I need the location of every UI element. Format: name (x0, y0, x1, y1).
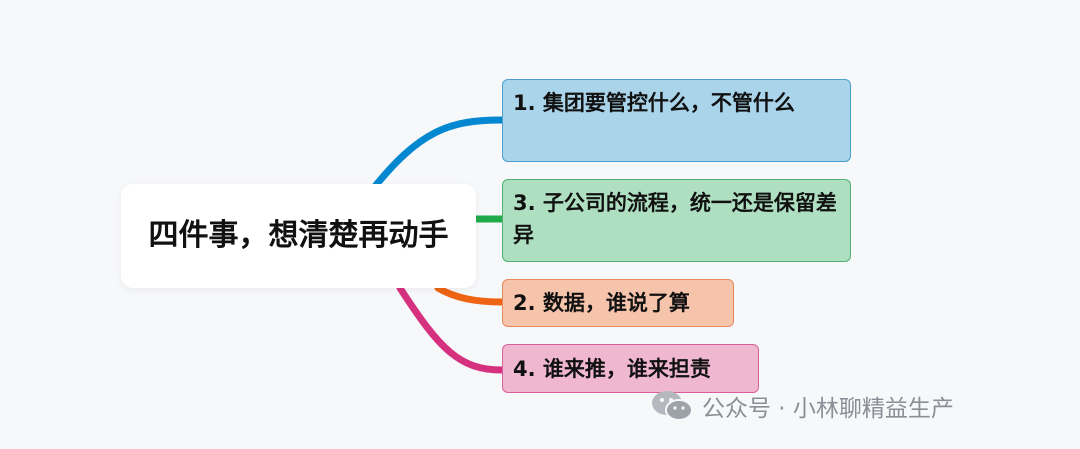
root-node-label: 四件事，想清楚再动手 (148, 218, 449, 253)
connector-branch-4 (396, 284, 506, 374)
branch-node-2: 2. 数据，谁说了算 (502, 279, 734, 327)
watermark: 公众号 · 小林聊精益生产 (650, 388, 954, 424)
connector-branch-1 (368, 116, 506, 194)
branch-node-4: 4. 谁来推，谁来担责 (502, 344, 759, 393)
wechat-icon (652, 391, 693, 421)
connector-branch-2 (434, 284, 506, 306)
watermark-text: 公众号 · 小林聊精益生产 (702, 396, 954, 422)
branch-node-1: 1. 集团要管控什么，不管什么 (502, 79, 851, 162)
root-node: 四件事，想清楚再动手 (121, 184, 476, 288)
branch-node-3: 3. 子公司的流程，统一还是保留差异 (502, 179, 851, 262)
